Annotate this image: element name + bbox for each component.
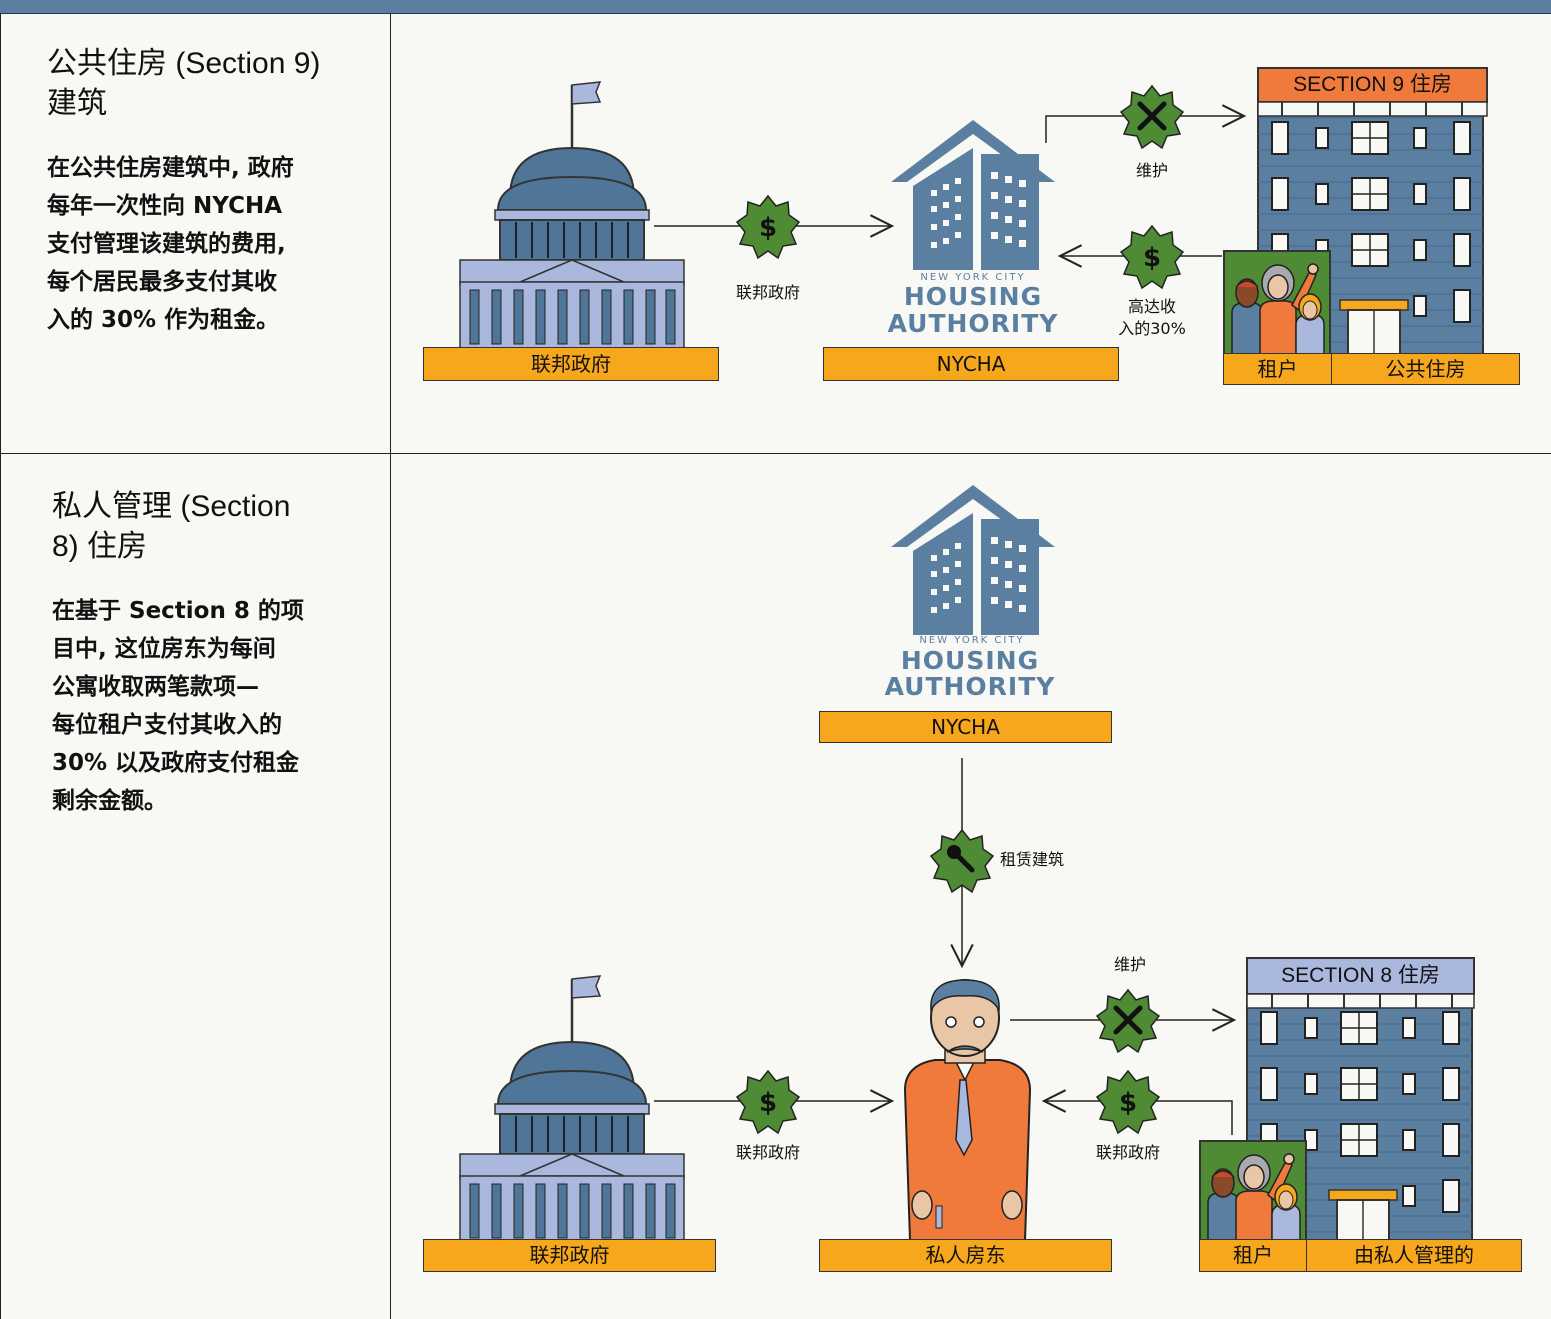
caption-rent-line1: 高达收 — [1127, 297, 1176, 316]
caption-lease-building: 租赁建筑 — [1000, 850, 1065, 869]
row1-title-line1: 公共住房 (Section 9) — [47, 47, 321, 80]
label-privately-managed: 由私人管理的 — [1306, 1239, 1522, 1272]
hammer-wrench-icon — [1137, 101, 1167, 131]
tenants-group-icon — [1223, 250, 1331, 356]
label-public-housing: 公共住房 — [1331, 353, 1520, 385]
row1-desc-line: 入的 30% 作为租金。 — [47, 307, 280, 333]
nycha-logo-text: HOUSING — [903, 282, 1043, 311]
building-sign-section9: SECTION 9 住房 — [1293, 73, 1452, 96]
key-icon — [947, 845, 975, 873]
row2-desc-line: 每位租户支付其收入的 — [52, 712, 282, 738]
label-tenants: 租户 — [1199, 1239, 1307, 1272]
dollar-sign-icon: $ — [759, 213, 777, 243]
row1-desc-line: 在公共住房建筑中, 政府 — [47, 155, 294, 181]
caption-gov-payment: 联邦政府 — [735, 283, 800, 302]
caption-rent-share: 高达收 入的30% — [1102, 296, 1202, 340]
row2-desc-line: 目中, 这位房东为每间 — [52, 636, 276, 662]
row2-desc-line: 公寓收取两笔款项— — [52, 674, 259, 700]
section8-sign-bg — [1246, 957, 1475, 995]
label-private-landlord: 私人房东 — [819, 1239, 1112, 1272]
capitol-building-icon — [458, 974, 686, 1244]
nycha-logo-icon — [891, 120, 1055, 270]
capitol-building-icon — [458, 80, 686, 350]
row1-title-line2: 建筑 — [47, 87, 107, 120]
row2-description: 在基于 Section 8 的项 目中, 这位房东为每间 公寓收取两笔款项— 每… — [52, 592, 382, 820]
landlord-figure-icon — [903, 979, 1032, 1241]
caption-gov-payment: 联邦政府 — [735, 1143, 800, 1162]
nycha-logo-text: NEW YORK CITY — [920, 272, 1026, 283]
dollar-sign-icon: $ — [759, 1088, 777, 1118]
nycha-logo-text: HOUSING — [900, 646, 1040, 675]
row2-desc-line: 在基于 Section 8 的项 — [52, 598, 304, 624]
grid-horizontal — [0, 453, 1551, 454]
row2-title: 私人管理 (Section 8) 住房 — [52, 487, 372, 567]
nycha-logo-text: AUTHORITY — [887, 309, 1059, 338]
label-nycha: NYCHA — [823, 347, 1119, 381]
nycha-logo-text: NEW YORK CITY — [919, 635, 1025, 646]
building-sign-section8: SECTION 8 住房 — [1281, 964, 1440, 987]
hammer-wrench-icon — [1113, 1005, 1143, 1035]
row2-title-line1: 私人管理 (Section — [52, 490, 291, 523]
grid-vertical-left — [0, 13, 1, 1319]
tenants-group-icon — [1199, 1140, 1307, 1246]
row1-description: 在公共住房建筑中, 政府 每年一次性向 NYCHA 支付管理该建筑的费用, 每个… — [47, 149, 377, 339]
label-tenants: 租户 — [1223, 353, 1332, 385]
caption-maintenance: 维护 — [1113, 955, 1146, 974]
row1-title: 公共住房 (Section 9) 建筑 — [47, 44, 377, 124]
grid-vertical-mid — [390, 13, 391, 1319]
dollar-sign-icon: $ — [1119, 1088, 1137, 1118]
row1-desc-line: 每年一次性向 NYCHA — [47, 193, 283, 219]
dollar-sign-icon: $ — [1143, 243, 1161, 273]
nycha-logo-icon — [891, 485, 1055, 635]
caption-rent-line2: 入的30% — [1118, 319, 1186, 338]
awning-stripe — [1257, 101, 1488, 117]
row1-desc-line: 每个居民最多支付其收 — [47, 269, 277, 295]
label-nycha: NYCHA — [819, 711, 1112, 743]
awning-stripe — [1246, 993, 1475, 1009]
top-bar — [0, 0, 1551, 14]
row2-desc-line: 剩余金额。 — [52, 788, 167, 814]
row2-desc-line: 30% 以及政府支付租金 — [52, 750, 300, 776]
row2-title-line2: 8) 住房 — [52, 530, 148, 563]
row1-desc-line: 支付管理该建筑的费用, — [47, 231, 286, 257]
caption-tenant-payment: 联邦政府 — [1095, 1143, 1160, 1162]
caption-maintenance: 维护 — [1135, 161, 1168, 180]
nycha-logo-text: AUTHORITY — [884, 672, 1056, 701]
label-federal-government: 联邦政府 — [423, 1239, 716, 1272]
label-federal-government: 联邦政府 — [423, 347, 719, 381]
